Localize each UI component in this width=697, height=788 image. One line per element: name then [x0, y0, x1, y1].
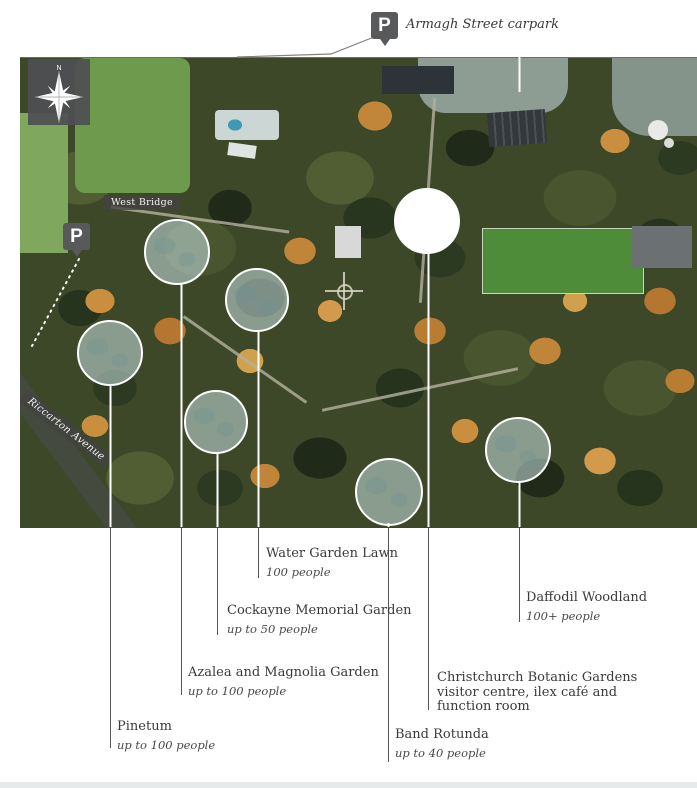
spot-name: Band Rotunda	[395, 727, 489, 742]
spot-capacity: up to 100 people	[117, 737, 216, 752]
label-pinetum: Pinetum up to 100 people	[117, 719, 216, 752]
armagh-carpark-label: Armagh Street carpark	[406, 17, 560, 32]
label-daffodil-woodland: Daffodil Woodland 100+ people	[526, 590, 648, 623]
west-carpark-parking-icon: P	[63, 223, 90, 250]
armagh-leader-line	[236, 34, 380, 58]
label-azalea-magnolia-garden: Azalea and Magnolia Garden up to 100 peo…	[188, 665, 379, 698]
spot-circle-daffodil-woodland[interactable]	[485, 417, 551, 483]
west-bridge-label: West Bridge	[104, 195, 180, 210]
spot-circle-water-garden-lawn[interactable]	[225, 268, 289, 332]
spot-capacity: up to 100 people	[188, 683, 287, 698]
spot-circle-visitor-centre[interactable]	[394, 188, 460, 254]
spot-name: Christchurch Botanic Gardens visitor cen…	[437, 670, 638, 714]
compass-north-letter: N	[56, 65, 61, 72]
label-band-rotunda: Band Rotunda up to 40 people	[395, 727, 489, 760]
spot-capacity: 100 people	[266, 564, 331, 579]
visitor-centre-building	[335, 226, 361, 258]
greenhouse	[227, 142, 257, 159]
spot-name: Cockayne Memorial Garden	[227, 603, 412, 618]
label-cockayne-memorial-garden: Cockayne Memorial Garden up to 50 people	[227, 603, 412, 636]
spot-circle-azalea-magnolia-garden[interactable]	[144, 219, 210, 285]
compass-rose: N	[28, 59, 90, 125]
dome-building-small	[664, 138, 674, 148]
buildings	[632, 226, 692, 268]
spot-circle-pinetum[interactable]	[77, 320, 143, 386]
label-visitor-centre: Christchurch Botanic Gardens visitor cen…	[437, 670, 649, 715]
sports-field	[482, 228, 644, 294]
label-water-garden-lawn: Water Garden Lawn 100 people	[266, 546, 398, 579]
compass-star-icon: N	[35, 65, 83, 123]
armagh-carpark-parking-icon: P	[371, 12, 398, 39]
spot-circle-cockayne-memorial-garden[interactable]	[184, 390, 248, 454]
footer-accent-bar	[0, 782, 697, 788]
pool-complex	[215, 110, 279, 140]
spot-circle-band-rotunda[interactable]	[355, 458, 423, 526]
armagh-carpark-area	[486, 109, 548, 147]
spot-capacity: 100+ people	[526, 608, 601, 623]
spot-capacity: up to 50 people	[227, 621, 318, 636]
spot-name: Daffodil Woodland	[526, 590, 648, 605]
spot-name: Pinetum	[117, 719, 172, 734]
garden-path	[321, 367, 519, 412]
spot-name: Azalea and Magnolia Garden	[188, 665, 379, 680]
building	[382, 66, 454, 94]
aerial-map: N West Bridge Riccarton Avenue P	[20, 57, 697, 528]
spot-name: Water Garden Lawn	[266, 546, 398, 561]
tennis-courts	[20, 113, 68, 253]
spot-capacity: up to 40 people	[395, 745, 486, 760]
lawn-area	[75, 58, 190, 193]
rose-garden-centre	[337, 284, 353, 300]
dome-building	[648, 120, 668, 140]
